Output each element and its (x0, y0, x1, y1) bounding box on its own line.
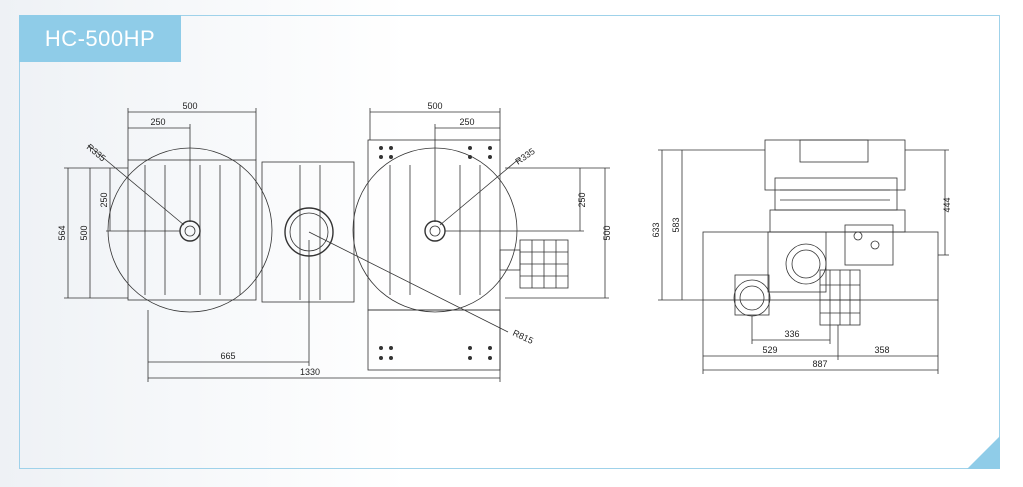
dim-bottom-665: 665 (220, 351, 235, 361)
plan-view (64, 108, 610, 382)
dim-r335-left: R335 (85, 142, 108, 163)
right-center-hub (424, 220, 446, 242)
side-motor-flange (785, 243, 827, 285)
dim-top-500-right: 500 (427, 101, 442, 111)
dim-r335-right: R335 (513, 146, 536, 167)
center-changer-frame (261, 161, 355, 303)
model-title: HC-500HP (44, 25, 156, 51)
dim-top-250-left: 250 (150, 117, 165, 127)
dim-side-633: 633 (651, 222, 661, 237)
dim-left-564: 564 (57, 225, 67, 240)
corner-accent (967, 436, 1000, 469)
dim-side-583: 583 (671, 217, 681, 232)
left-pallet-table (127, 159, 257, 301)
dim-side-444: 444 (942, 197, 952, 212)
dim-side-358: 358 (874, 345, 889, 355)
side-top-table (764, 139, 906, 191)
title-tab (19, 15, 181, 62)
dim-right-500: 500 (602, 225, 612, 240)
side-view (658, 139, 949, 374)
dim-left-250: 250 (99, 192, 109, 207)
dim-side-336: 336 (784, 329, 799, 339)
dim-r815: R815 (511, 328, 535, 346)
dim-bottom-1330: 1330 (300, 367, 320, 377)
dim-side-887: 887 (812, 359, 827, 369)
content-frame (19, 15, 1000, 469)
dim-side-529: 529 (762, 345, 777, 355)
dim-top-250-right: 250 (459, 117, 474, 127)
dimension-labels: 500 250 500 250 R335 R335 564 500 250 25… (57, 101, 952, 377)
side-base (702, 231, 939, 301)
dim-top-500-left: 500 (182, 101, 197, 111)
dim-right-250: 250 (577, 192, 587, 207)
dim-left-500: 500 (79, 225, 89, 240)
